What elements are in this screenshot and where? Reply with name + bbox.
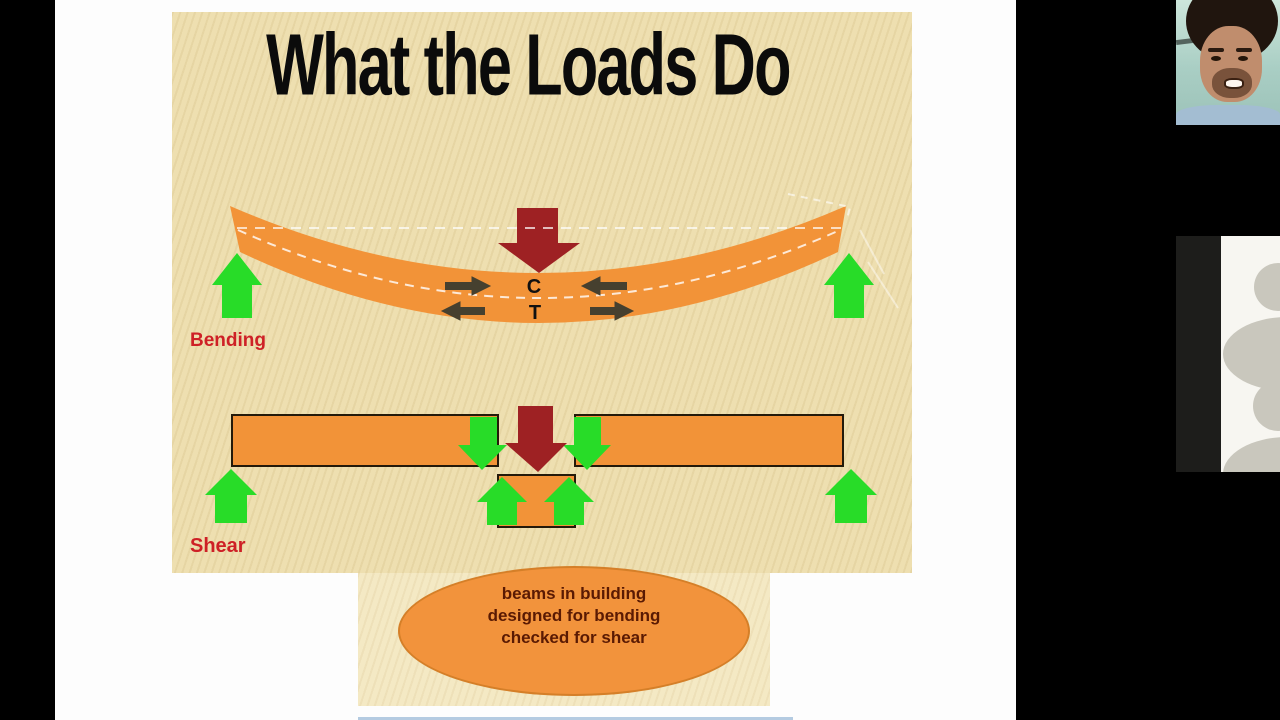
shear-beam-left <box>231 414 499 467</box>
neutral-axis-dashed-line <box>237 229 841 299</box>
compression-arrows <box>445 276 627 296</box>
presentation-slide: What the Loads Do <box>172 12 912 573</box>
person-silhouette-icon <box>1254 263 1280 311</box>
load-arrow-icon <box>505 406 567 472</box>
shear-arrow-up-icon <box>544 477 594 525</box>
shear-label: Shear <box>190 535 246 557</box>
shear-arrow-down-icon <box>563 417 611 470</box>
tension-label: T <box>529 302 541 324</box>
compression-label: C <box>527 276 541 298</box>
note-panel: beams in building designed for bending c… <box>358 566 770 706</box>
note-line-2: designed for bending <box>487 606 661 625</box>
presenter-face <box>1200 26 1262 102</box>
reaction-arrow-icon <box>824 253 874 318</box>
note-line-1: beams in building <box>501 584 647 603</box>
loads-diagram: C T <box>205 193 899 528</box>
video-sidebar <box>1016 0 1280 720</box>
note-line-3: checked for shear <box>501 628 647 647</box>
presenter-eyebrow <box>1236 48 1252 52</box>
presenter-mouth <box>1224 78 1244 89</box>
participant-avatars <box>1223 263 1280 472</box>
reaction-arrow-icon <box>825 469 877 523</box>
end-outline-dashed <box>787 193 852 220</box>
person-silhouette-icon <box>1223 317 1280 391</box>
presenter-eyebrow <box>1208 48 1224 52</box>
shear-arrow-down-icon <box>458 417 507 470</box>
webcam-video-tile[interactable] <box>1176 0 1280 125</box>
bent-beam-shape <box>230 206 846 323</box>
presenter-shirt <box>1176 105 1280 125</box>
reaction-arrow-icon <box>205 469 257 523</box>
participants-tile-avatars <box>1221 236 1280 472</box>
bottom-accent-line <box>358 717 793 720</box>
tension-arrows <box>440 301 635 321</box>
note-ellipse: beams in building designed for bending c… <box>398 566 750 696</box>
load-arrow-icon <box>498 208 580 273</box>
scratch-marks <box>859 229 899 309</box>
person-silhouette-icon <box>1253 381 1280 431</box>
slide-title-wrap: What the Loads Do <box>172 16 884 113</box>
shear-arrow-up-icon <box>477 477 527 525</box>
bending-label: Bending <box>190 330 266 351</box>
presenter-eye <box>1211 56 1221 61</box>
participants-tile-dark-area <box>1176 236 1221 472</box>
person-silhouette-icon <box>1223 437 1280 472</box>
reaction-arrow-icon <box>212 253 262 318</box>
shear-beam-right <box>574 414 844 467</box>
presenter-eye <box>1238 56 1248 61</box>
note-text: beams in building designed for bending c… <box>400 583 748 649</box>
slide-title: What the Loads Do <box>266 16 791 114</box>
left-letterbox-bar <box>0 0 55 720</box>
participants-tile[interactable] <box>1176 236 1280 472</box>
